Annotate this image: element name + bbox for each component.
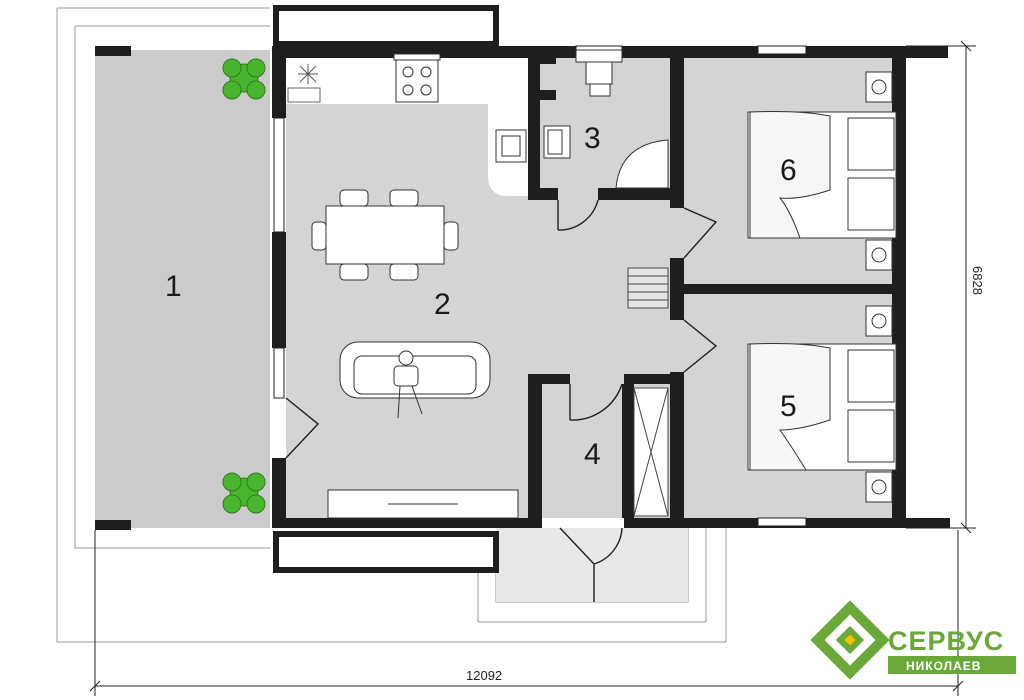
depth-dimension: 6828 bbox=[970, 266, 985, 295]
fridge bbox=[287, 87, 321, 103]
room-number-1: 1 bbox=[165, 270, 182, 303]
bed-room-6 bbox=[747, 71, 897, 271]
bed-room-5 bbox=[747, 305, 897, 503]
room-number-4: 4 bbox=[584, 438, 601, 471]
bottom-storage bbox=[273, 531, 499, 573]
dining-table bbox=[311, 189, 459, 281]
top-storage bbox=[273, 5, 499, 47]
person-figure bbox=[393, 350, 423, 419]
plant-icon bbox=[222, 58, 266, 100]
room-number-5: 5 bbox=[780, 390, 797, 423]
wardrobe bbox=[633, 387, 669, 517]
room-number-3: 3 bbox=[584, 122, 601, 155]
stairs bbox=[627, 267, 669, 309]
logo-city-band bbox=[888, 656, 1016, 674]
fan-icon bbox=[298, 64, 318, 84]
stove bbox=[393, 53, 441, 103]
doors bbox=[285, 199, 718, 602]
floors bbox=[95, 50, 896, 602]
company-logo: СЕРВУС НИКОЛАЕВ bbox=[810, 600, 1016, 680]
logo-city: НИКОЛАЕВ bbox=[906, 659, 981, 673]
bath-sink bbox=[543, 125, 571, 159]
terrace-floor bbox=[95, 50, 270, 528]
shower bbox=[615, 139, 669, 189]
logo-name: СЕРВУС bbox=[888, 626, 1004, 656]
site-outline bbox=[56, 7, 727, 643]
kitchen-counter bbox=[286, 58, 528, 196]
room-number-2: 2 bbox=[434, 288, 451, 321]
room-number-6: 6 bbox=[780, 154, 797, 187]
windows bbox=[273, 45, 807, 527]
logo-mark bbox=[810, 600, 890, 680]
plant-icon bbox=[222, 472, 266, 514]
kitchen-sink bbox=[495, 129, 527, 163]
tv-unit bbox=[327, 489, 519, 519]
width-dimension: 12092 bbox=[466, 668, 502, 683]
toilet bbox=[575, 49, 623, 97]
porch-floor bbox=[496, 528, 688, 602]
